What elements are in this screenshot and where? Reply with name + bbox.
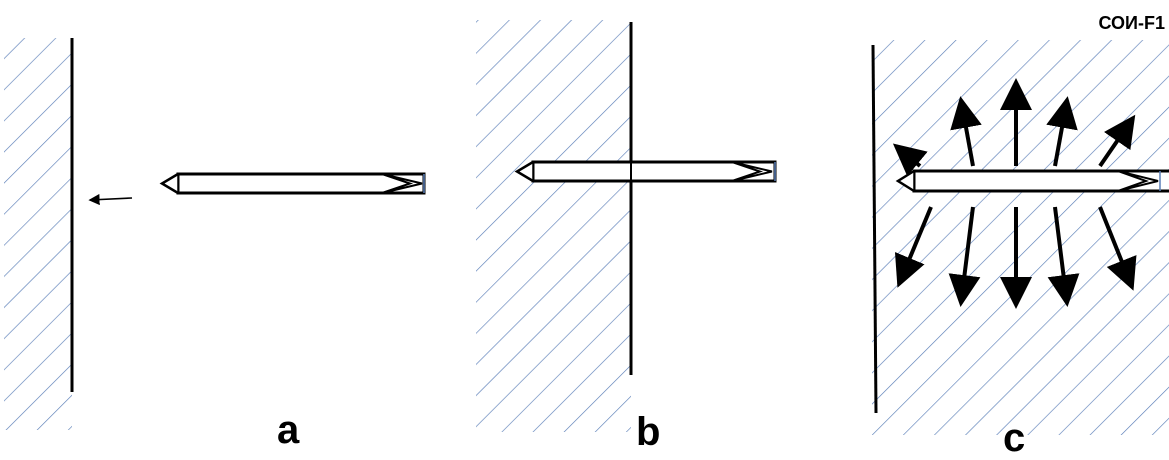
panel-b	[476, 20, 777, 432]
arrow-down-5	[1098, 206, 1137, 291]
projectile-b	[514, 160, 777, 183]
arrow-up-1	[892, 143, 928, 177]
panel-b-label: b	[636, 410, 661, 454]
projectile-c	[895, 169, 1169, 193]
diagram-canvas	[4, 20, 1169, 435]
panel-c-label: c	[1003, 416, 1026, 460]
wall-hatching-a	[4, 38, 72, 430]
panel-a	[4, 38, 426, 430]
arrow-down-4	[1047, 206, 1080, 307]
shockwave-arrows	[892, 78, 1137, 309]
arrow-up-5	[1098, 114, 1136, 168]
figure-code-label: СОИ-F1	[1098, 13, 1166, 33]
projectile-a	[159, 172, 426, 195]
arrow-down-1	[894, 206, 933, 288]
arrow-down-2	[948, 206, 981, 307]
wall-hatching-b	[476, 20, 631, 432]
panel-c	[871, 40, 1169, 435]
arrow-up-2	[950, 96, 982, 167]
approach-arrow	[88, 193, 133, 206]
arrow-up-4	[1046, 96, 1078, 167]
panel-a-label: a	[277, 408, 300, 452]
figure: СОИ-F1 a b c	[4, 13, 1169, 458]
wall-surface-c	[871, 44, 878, 414]
